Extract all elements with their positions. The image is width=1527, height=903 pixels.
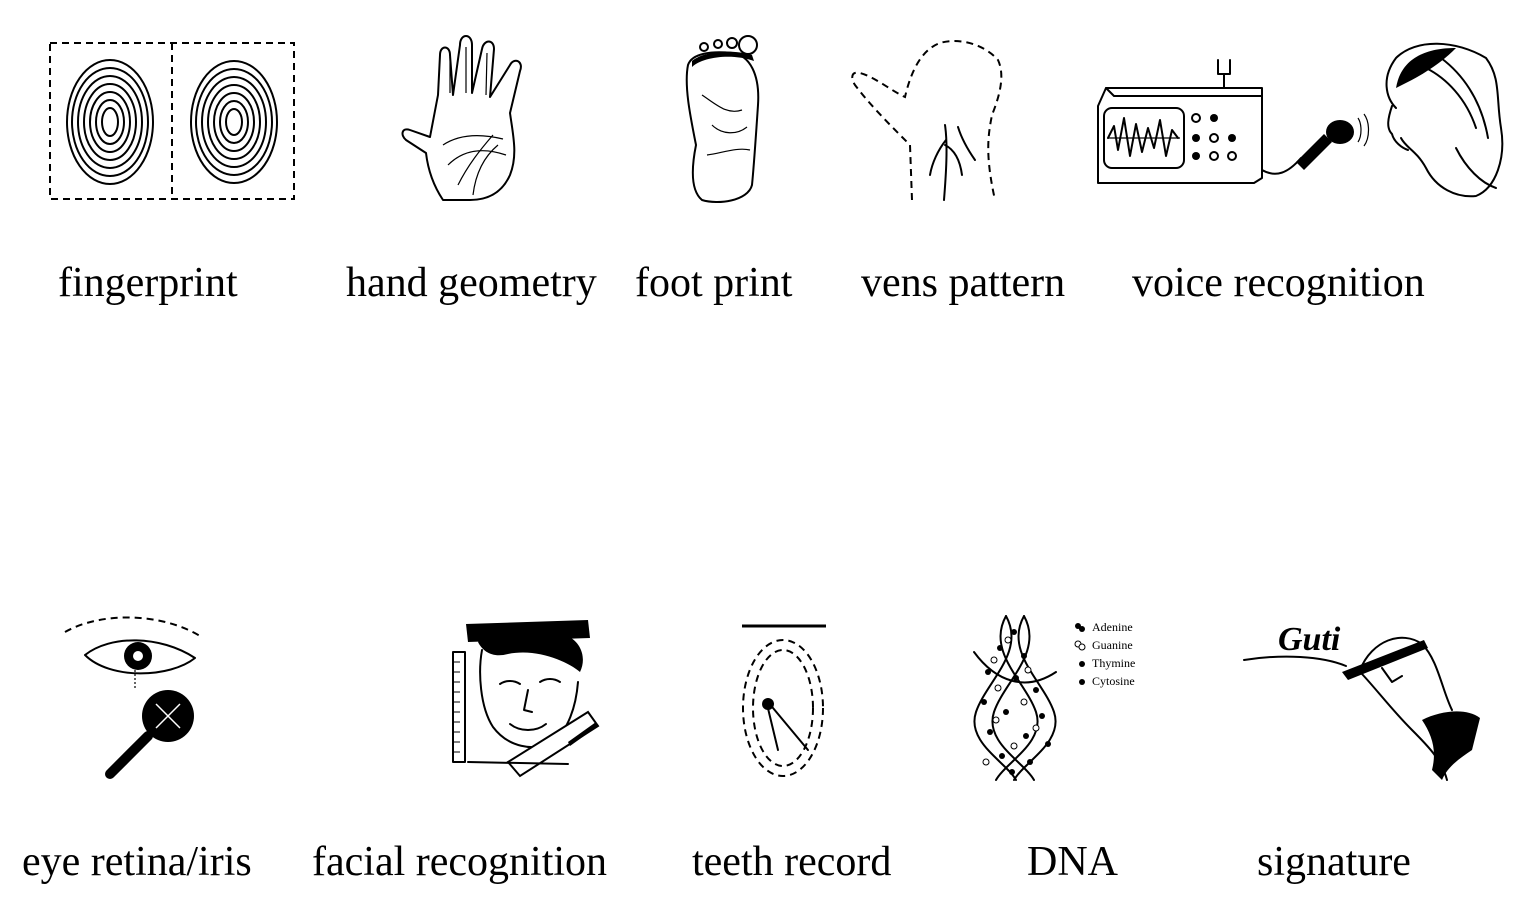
signature-figure: Guti [1242,610,1482,782]
signing-hand-icon: Guti [1243,621,1480,781]
dental-arch-icon [742,624,826,777]
legend-cytosine: Cytosine [1092,674,1135,688]
facial-recognition-label: facial recognition [312,839,608,885]
facial-recognition-figure [448,612,600,782]
eye-retina-iris-figure [60,610,205,780]
fingerprint-label: fingerprint [58,260,238,306]
foot-print-figure [682,35,762,204]
fingerprint-icon [49,42,295,200]
dna-helix-icon: Adenine Guanine Thymine Cytosine [973,615,1135,781]
legend-thymine: Thymine [1092,656,1135,670]
signature-text: Guti [1278,621,1341,658]
legend-guanine: Guanine [1092,638,1133,652]
foot-icon [685,35,760,204]
voice-recorder-icon [1097,42,1504,198]
voice-recognition-figure [1096,38,1504,203]
hand-geometry-figure [398,35,533,203]
hand-icon [401,35,522,201]
face-measure-icon [452,620,600,778]
vens-pattern-label: vens pattern [861,260,1066,306]
eye-magnifier-icon [64,616,201,779]
legend-adenine: Adenine [1092,620,1133,634]
eye-retina-iris-label: eye retina/iris [22,839,252,885]
dna-figure: Adenine Guanine Thymine Cytosine [966,612,1146,782]
dna-legend: Adenine Guanine Thymine Cytosine [1074,620,1135,688]
voice-recognition-label: voice recognition [1132,260,1425,306]
dna-label: DNA [1027,839,1118,885]
wrist-veins-icon [851,39,1003,201]
hand-geometry-label: hand geometry [346,260,597,306]
fingerprint-figure [48,40,296,202]
vens-pattern-figure [850,35,1010,203]
foot-print-label: foot print [635,260,793,306]
signature-label: signature [1257,839,1411,885]
teeth-record-figure [738,620,830,782]
teeth-record-label: teeth record [692,839,892,885]
